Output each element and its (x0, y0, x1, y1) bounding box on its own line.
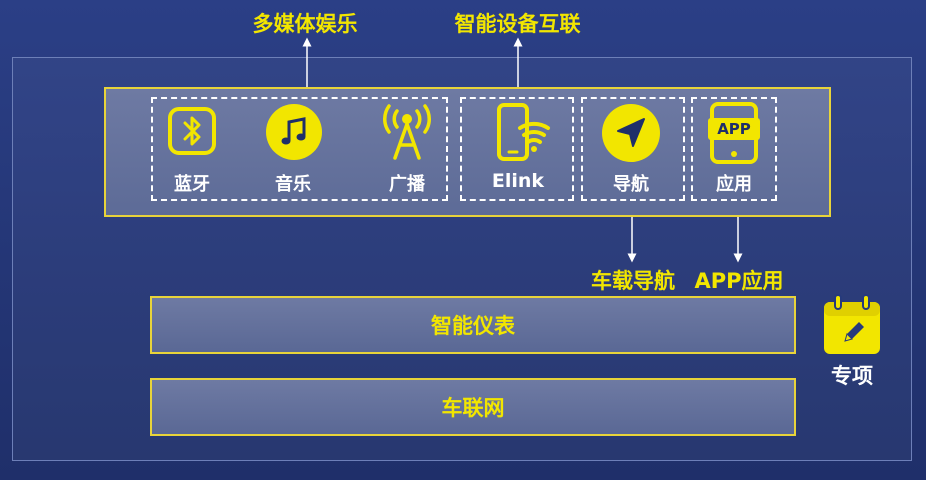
interconnect-label: 智能设备互联 (454, 12, 581, 36)
app-label: 应用 (716, 174, 752, 195)
phone-wifi-icon (494, 102, 552, 162)
navigation-label: 导航 (613, 174, 649, 195)
calendar-edit-icon (822, 294, 882, 356)
iov-label: 车联网 (441, 396, 505, 420)
special-label: 专项 (831, 364, 873, 388)
smart-instrument-label: 智能仪表 (431, 314, 515, 338)
app-phone-icon: APP (706, 102, 762, 164)
elink-label: Elink (491, 170, 545, 192)
app-application-label: APP应用 (694, 269, 784, 293)
broadcast-tower-icon (378, 104, 436, 160)
car-navigation-label: 车载导航 (591, 269, 675, 293)
bluetooth-icon (167, 106, 217, 156)
smart-instrument-bar: 智能仪表 (150, 296, 796, 354)
multimedia-label: 多媒体娱乐 (252, 12, 358, 36)
music-icon (266, 104, 322, 160)
elink-group (460, 97, 574, 201)
app-group (691, 97, 777, 201)
feature-panel (104, 87, 831, 217)
iov-bar: 车联网 (150, 378, 796, 436)
app-icon-text: APP (717, 120, 751, 138)
bluetooth-label: 蓝牙 (174, 174, 210, 195)
navigation-arrow-icon (602, 104, 660, 162)
navigation-group (581, 97, 685, 201)
broadcast-label: 广播 (389, 174, 425, 195)
music-label: 音乐 (275, 174, 311, 195)
multimedia-group (151, 97, 448, 201)
